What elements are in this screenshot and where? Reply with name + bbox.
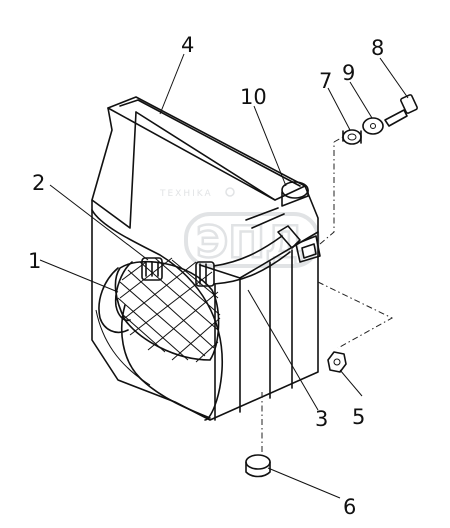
filler-neck-body (281, 189, 309, 207)
leader-7 (333, 136, 344, 143)
callout-leaders (39, 53, 409, 499)
leader-6 (267, 467, 341, 499)
callout-10: 10 (240, 85, 267, 109)
leader-4 (159, 53, 185, 115)
callout-5: 5 (352, 405, 365, 429)
callout-7: 7 (319, 69, 332, 93)
callout-4: 4 (181, 33, 194, 57)
fan-guard-mesh (114, 257, 221, 363)
part-8-bolt (384, 94, 418, 127)
watermark-brand-text: TEXHIKA (159, 189, 213, 199)
hose-inner-curve (114, 261, 133, 322)
leader-to-nut (317, 281, 394, 349)
leader-7-tip (327, 87, 351, 131)
callout-3: 3 (315, 407, 328, 431)
bracket-plate (295, 235, 321, 263)
callout-1: 1 (28, 249, 41, 273)
upper-hose-clamp-ribs (199, 263, 207, 285)
callout-6: 6 (343, 495, 356, 519)
leader-1 (39, 259, 119, 293)
upper-hose-clamp (195, 261, 215, 287)
hose-clamp-2-ribs (145, 261, 159, 277)
leader-8 (379, 57, 409, 99)
filler-neck (245, 181, 309, 229)
mesh-outline (114, 261, 220, 361)
leader-3 (247, 289, 319, 411)
lower-hose (98, 257, 163, 334)
leader-10 (253, 105, 287, 187)
leader-9 (349, 81, 373, 119)
mount-bracket (295, 142, 335, 263)
bracket-leader-up (319, 142, 335, 245)
part-5-nut (327, 351, 347, 373)
leader-2 (49, 184, 149, 261)
shroud-ridge (135, 111, 276, 201)
callout-9: 9 (342, 61, 355, 85)
part-7-bushing (342, 129, 362, 145)
watermark: TEXHIKA ЭПД (159, 187, 320, 269)
callout-labels: 1 2 3 4 5 6 7 8 9 10 (28, 33, 384, 519)
upper-hose-end (277, 225, 301, 249)
shroud-upper-face (91, 107, 137, 229)
upper-hose-top (213, 235, 283, 267)
leader-5-tip (339, 369, 363, 397)
mesh-grid (117, 257, 221, 363)
bracket-inner (301, 243, 317, 259)
watermark-gear-icon (225, 187, 235, 197)
callout-8: 8 (371, 36, 384, 60)
overflow-pipe (245, 207, 285, 229)
upper-hose-bottom (213, 251, 291, 285)
upper-hose (195, 225, 301, 287)
hose-clamp-2 (141, 257, 163, 281)
callout-2: 2 (32, 171, 45, 195)
housing-top-edge-inner (119, 99, 301, 187)
part-6-foot (245, 454, 271, 478)
shroud-ring-outer (91, 209, 224, 421)
part-9-washer (362, 117, 384, 135)
hose-outer-curve (98, 267, 129, 334)
shroud-ring-inner (95, 309, 151, 386)
